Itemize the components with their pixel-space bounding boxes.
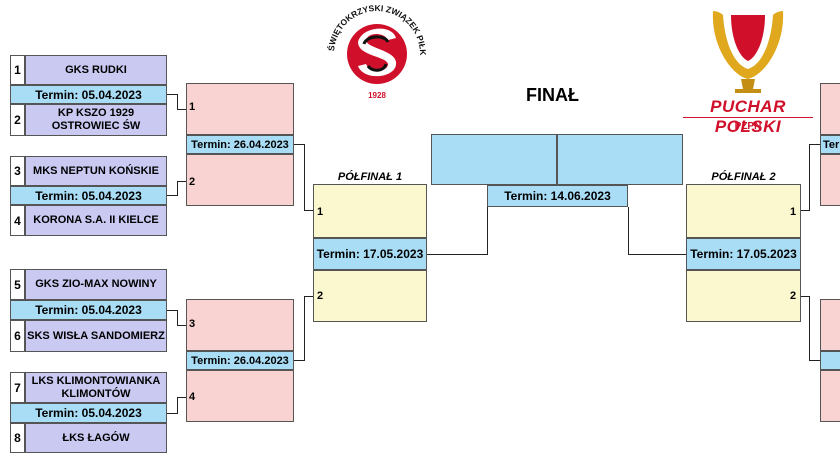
quarter-slot — [186, 83, 294, 135]
quarter-slot — [820, 83, 840, 135]
team-cell: KORONA S.A. II KIELCE — [25, 205, 167, 236]
slot-number: 1 — [317, 206, 324, 218]
team-cell: KP KSZO 1929 OSTROWIEC ŚW — [25, 104, 167, 136]
match-date: Termin: 05.04.2023 — [10, 403, 167, 423]
logo-subtitle: PZPN — [734, 121, 762, 132]
slot-number: 2 — [790, 290, 797, 302]
team-cell: GKS ZIO-MAX NOWINY — [25, 269, 167, 300]
match-date: Termin: 05.04.2023 — [10, 85, 167, 104]
team-cell: ŁKS ŁAGÓW — [25, 423, 167, 453]
quarter-slot — [820, 370, 840, 422]
slot-number: 1 — [790, 206, 797, 218]
slot-number: 2 — [189, 176, 196, 188]
puchar-polski-logo: PUCHAR POLSKI PZPN — [683, 5, 813, 136]
semifinal-title: PÓŁFINAŁ 2 — [711, 171, 776, 183]
match-date — [820, 351, 840, 370]
quarter-slot — [820, 299, 840, 351]
match-date: Ter — [820, 135, 840, 154]
seed-number: 8 — [10, 423, 25, 453]
match-date: Termin: 26.04.2023 — [186, 351, 294, 370]
match-date: Termin: 17.05.2023 — [686, 238, 801, 270]
team-cell: GKS RUDKI — [25, 55, 167, 85]
szpn-logo-year: 1928 — [368, 91, 386, 100]
semifinal-slot — [686, 270, 801, 322]
seed-number: 1 — [10, 55, 25, 85]
slot-number: 3 — [189, 318, 196, 330]
logo-divider — [683, 117, 813, 118]
slot-number: 2 — [317, 290, 324, 302]
semifinal-slot — [686, 184, 801, 238]
seed-number: 6 — [10, 320, 25, 352]
trophy-icon — [712, 11, 784, 93]
team-cell: SKS WISŁA SANDOMIERZ — [25, 320, 167, 352]
seed-number: 5 — [10, 269, 25, 300]
quarter-slot — [186, 299, 294, 351]
semifinal-title: PÓŁFINAŁ 1 — [337, 171, 403, 183]
match-date: Termin: 17.05.2023 — [313, 238, 427, 270]
match-date: Termin: 05.04.2023 — [10, 300, 167, 320]
team-cell: MKS NEPTUN KOŃSKIE — [25, 156, 167, 186]
quarter-slot — [820, 154, 840, 206]
quarter-slot — [186, 154, 294, 206]
semifinal-slot — [313, 270, 427, 322]
team-cell: LKS KLIMONTOWIANKA KLIMONTÓW — [25, 372, 167, 403]
match-date: Termin: 26.04.2023 — [186, 135, 294, 154]
seed-number: 4 — [10, 205, 25, 236]
match-date: Termin: 05.04.2023 — [10, 186, 167, 205]
slot-number: 4 — [189, 391, 196, 403]
logo-title: PUCHAR POLSKI — [710, 97, 786, 136]
semifinal-slot — [313, 184, 427, 238]
final-title: FINAŁ — [526, 85, 579, 105]
quarter-slot — [186, 370, 294, 422]
final-date: Termin: 14.06.2023 — [487, 185, 628, 207]
seed-number: 7 — [10, 372, 25, 403]
final-slot — [431, 134, 557, 185]
szpn-logo: ŚWIĘTOKRZYSKI ZWIĄZEK PIŁKI NOŻNEJ 1928 — [319, 0, 432, 104]
seed-number: 2 — [10, 104, 25, 136]
seed-number: 3 — [10, 156, 25, 186]
slot-number: 1 — [189, 101, 196, 113]
final-slot — [557, 134, 683, 185]
